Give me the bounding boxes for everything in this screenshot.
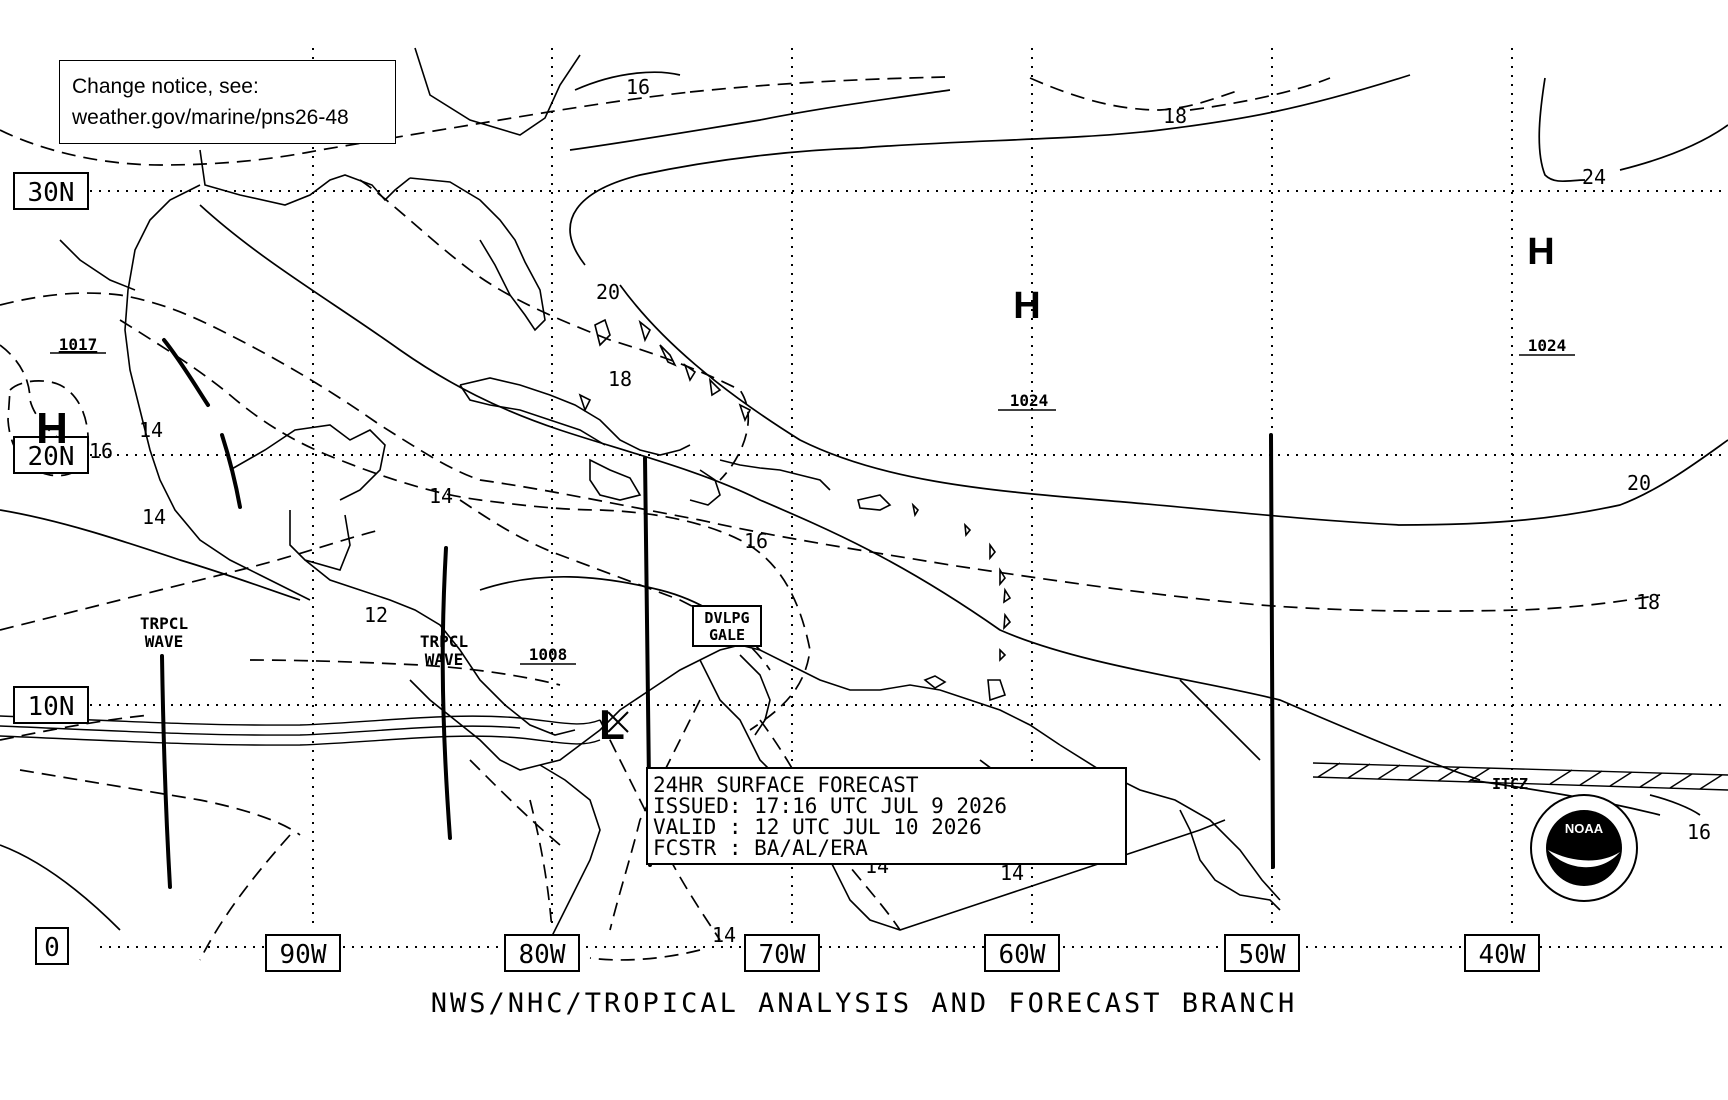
pressure-value: 1017: [59, 335, 98, 354]
wave-label-line1: TRPCL: [420, 632, 468, 651]
isobar-label: 20: [596, 280, 620, 304]
lat-lon-grid: [90, 48, 1728, 948]
isobar-label: 16: [626, 75, 650, 99]
noaa-logo-text: NOAA: [1565, 821, 1604, 836]
change-notice-link[interactable]: weather.gov/marine/pns26-48: [72, 106, 349, 129]
itcz-band: [0, 715, 1728, 791]
lon-label-60w: 60W: [984, 934, 1060, 972]
lat-label-text: 0: [44, 933, 60, 963]
tropical-wave-label-1: TRPCL WAVE: [140, 614, 188, 651]
lat-label-text: 30N: [28, 178, 75, 208]
isobar-label: 16: [89, 439, 113, 463]
lon-label-90w: 90W: [265, 934, 341, 972]
high-center-east: H 1024: [1519, 231, 1575, 356]
lon-label-text: 40W: [1479, 940, 1526, 970]
itcz-label: ITCZ: [1492, 775, 1528, 793]
lon-label-text: 70W: [759, 940, 806, 970]
change-notice-line1: Change notice, see:: [72, 75, 259, 98]
lat-label-20n: 20N: [13, 436, 89, 474]
forecast-valid: VALID : 12 UTC JUL 10 2026: [653, 815, 982, 839]
pressure-value: 1008: [529, 645, 568, 664]
lon-label-text: 90W: [280, 940, 327, 970]
isobar-label: 20: [1627, 471, 1651, 495]
gale-line2: GALE: [709, 626, 745, 644]
forecast-info-box: 24HR SURFACE FORECAST ISSUED: 17:16 UTC …: [646, 767, 1127, 865]
wave-label-line2: WAVE: [425, 650, 464, 669]
lon-label-40w: 40W: [1464, 934, 1540, 972]
change-notice-box: Change notice, see: weather.gov/marine/p…: [59, 60, 396, 144]
lon-label-text: 60W: [999, 940, 1046, 970]
high-center-west: H 1017: [36, 335, 106, 453]
isobar-label: 16: [744, 529, 768, 553]
wave-label-line1: TRPCL: [140, 614, 188, 633]
isobar-label: 14: [429, 484, 453, 508]
tropical-wave-label-2: TRPCL WAVE: [420, 632, 468, 669]
high-pressure-symbol: H: [36, 404, 68, 453]
pressure-value: 1024: [1528, 336, 1567, 355]
wave-label-line2: WAVE: [145, 632, 184, 651]
isobars-solid: [0, 71, 1728, 931]
lat-label-text: 20N: [28, 442, 75, 472]
gale-line1: DVLPG: [704, 609, 749, 627]
lat-label-10n: 10N: [13, 686, 89, 724]
isobar-label: 12: [364, 603, 388, 627]
isobar-label: 18: [1636, 590, 1660, 614]
lat-label-text: 10N: [28, 692, 75, 722]
isobar-label: 16: [1687, 820, 1711, 844]
forecast-title: 24HR SURFACE FORECAST: [653, 773, 919, 797]
pressure-value: 1024: [1010, 391, 1049, 410]
lat-label-0: 0: [35, 927, 69, 965]
isobar-label: 18: [608, 367, 632, 391]
itcz-hatching: [1317, 762, 1723, 790]
isobar-label: 14: [712, 923, 736, 947]
isobar-label: 14: [139, 418, 163, 442]
high-pressure-symbol: H: [1527, 231, 1554, 273]
high-center-central: H 1024: [998, 285, 1056, 411]
isobar-label: 14: [142, 505, 166, 529]
isobar-label: 24: [1582, 165, 1606, 189]
forecast-issued: ISSUED: 17:16 UTC JUL 9 2026: [653, 794, 1007, 818]
forecast-forecaster: FCSTR : BA/AL/ERA: [653, 836, 868, 860]
isobar-label: 18: [1163, 104, 1187, 128]
high-pressure-symbol: H: [1013, 285, 1040, 327]
low-center: L 1008: [520, 645, 629, 748]
lon-label-70w: 70W: [744, 934, 820, 972]
islands: [578, 318, 1012, 662]
footer-branch-title: NWS/NHC/TROPICAL ANALYSIS AND FORECAST B…: [430, 988, 1298, 1019]
lon-label-80w: 80W: [504, 934, 580, 972]
lon-label-text: 50W: [1239, 940, 1286, 970]
lon-label-text: 80W: [519, 940, 566, 970]
lon-label-50w: 50W: [1224, 934, 1300, 972]
lat-label-30n: 30N: [13, 172, 89, 210]
developing-gale-box: DVLPG GALE: [692, 605, 762, 647]
noaa-logo: NOAA: [1530, 794, 1638, 902]
